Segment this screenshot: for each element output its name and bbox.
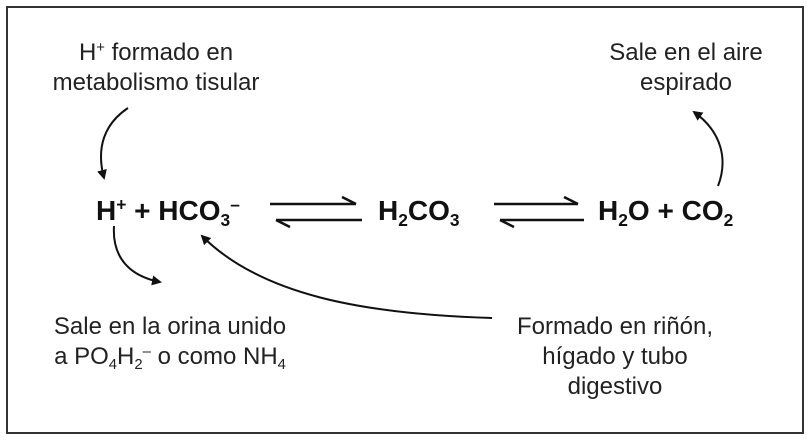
species-water-co2: H2O + CO2: [598, 195, 734, 231]
curved-arrow-to-urine: [112, 225, 162, 286]
label-urine-excretion: Sale en la orina unido a PO4H2– o como N…: [53, 313, 287, 374]
curved-arrow-to-exhaled: [692, 110, 724, 187]
diagram-frame: [6, 6, 804, 434]
species-h-plus-bicarbonate: H+ + HCO3–: [96, 194, 240, 231]
label-exhaled-air: Sale en el aire espirado: [609, 39, 763, 96]
species-carbonic-acid: H2CO3: [378, 195, 460, 231]
equilibrium-arrow-2: [494, 195, 584, 229]
label-h-formed-metabolism: H+ formado en metabolismo tisular: [52, 39, 260, 96]
label-formed-kidney-liver: Formado en riñón, hígado y tubo digestiv…: [516, 313, 714, 400]
curved-arrow-to-bicarbonate: [200, 234, 493, 319]
equilibrium-arrow-1: [270, 195, 362, 229]
curved-arrow-to-h: [97, 107, 129, 180]
